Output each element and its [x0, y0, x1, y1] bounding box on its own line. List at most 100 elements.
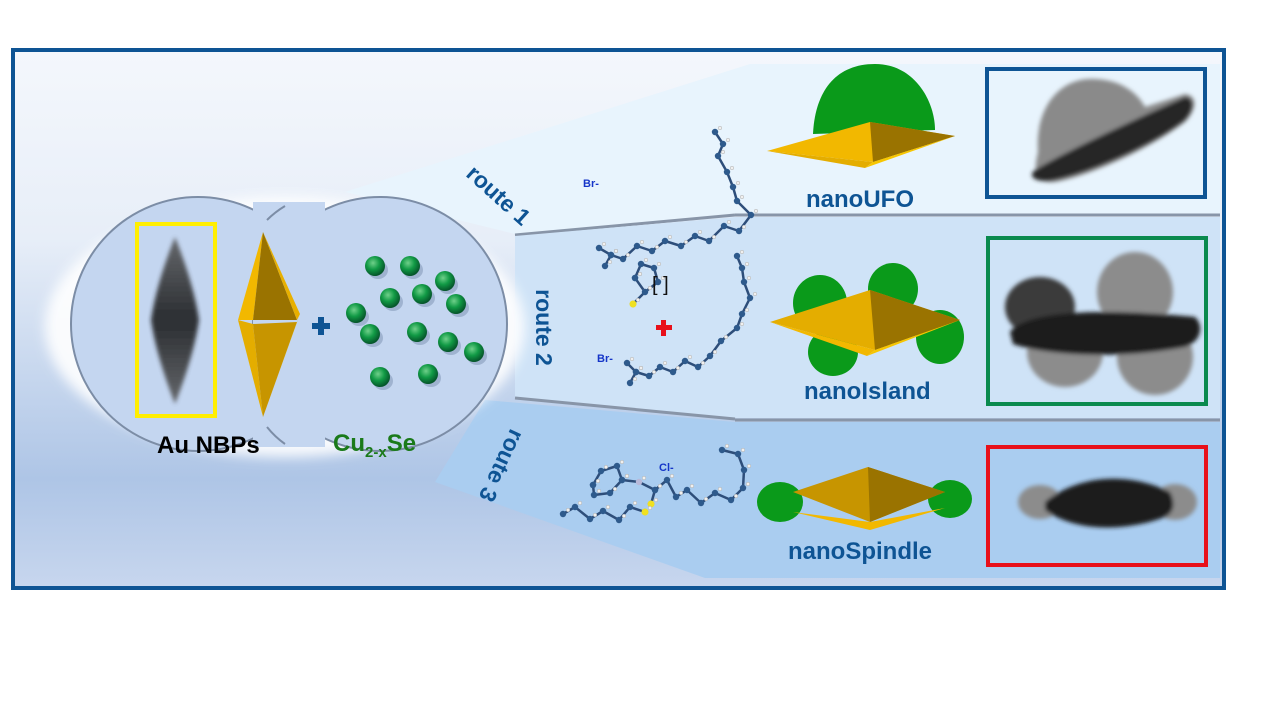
nanoufo-label: nanoUFO	[806, 186, 914, 213]
nanoufo-tem-image	[1031, 78, 1195, 183]
cu2xse-nanoparticle	[400, 256, 420, 276]
bond	[708, 225, 725, 242]
atom	[740, 278, 748, 286]
atom	[734, 450, 742, 458]
hydrogen-atom	[641, 475, 647, 481]
atom	[669, 368, 677, 376]
cu2xse-nanoparticle	[446, 294, 466, 314]
hydrogen-atom	[744, 261, 750, 267]
hydrogen-atom	[678, 490, 684, 496]
scheme-drawing	[45, 64, 1220, 578]
atom	[711, 128, 719, 136]
bond	[665, 479, 678, 498]
atom	[663, 476, 671, 484]
hydrogen-atom	[653, 497, 659, 503]
atom	[626, 503, 634, 511]
atom	[714, 152, 722, 160]
cu2xse-nanoparticle	[435, 271, 455, 291]
atom	[697, 499, 705, 507]
cu-text: Cu	[333, 430, 365, 457]
hydrogen-atom	[729, 165, 735, 171]
hydrogen-atom	[739, 249, 745, 255]
atom	[694, 363, 702, 371]
route-3-ligand-molecule	[559, 443, 752, 524]
synthesis-scheme-figure: Au NBPs Cu2-xSe route 1 route 2 route 3 …	[11, 48, 1226, 590]
hydrogen-atom	[746, 275, 752, 281]
atom	[589, 481, 597, 489]
atom	[711, 489, 719, 497]
nanospindle-tem-image	[1018, 478, 1197, 528]
hydrogen-atom	[697, 229, 703, 235]
hydrogen-atom	[647, 285, 653, 291]
hydrogen-atom	[687, 354, 693, 360]
highlight-box	[135, 222, 217, 418]
atom	[672, 493, 680, 501]
atom	[601, 262, 609, 270]
atom	[739, 484, 747, 492]
hydrogen-atom	[656, 261, 662, 267]
hydrogen-atom	[625, 252, 631, 258]
hydrogen-atom	[726, 219, 732, 225]
atom	[654, 278, 662, 286]
atom	[595, 244, 603, 252]
atom	[632, 368, 640, 376]
hydrogen-atom	[745, 481, 751, 487]
hydrogen-atom	[744, 307, 750, 313]
hydrogen-atom	[669, 473, 675, 479]
route-1-ligand-molecule	[595, 125, 759, 270]
hydrogen-atom	[629, 356, 635, 362]
se-text: Se	[386, 430, 417, 457]
hydrogen-atom	[654, 244, 660, 250]
bond	[574, 506, 591, 520]
atom	[691, 232, 699, 240]
hydrogen-atom	[612, 486, 618, 492]
route-1-bromide-ion: Br-	[583, 178, 599, 190]
cu2xse-nanoparticle	[370, 367, 390, 387]
route-3-chloride-ion: Cl-	[659, 462, 674, 474]
atom	[651, 486, 659, 494]
atom	[571, 503, 579, 511]
atom	[607, 251, 615, 259]
cu2xse-nanoparticle	[464, 342, 484, 362]
hydrogen-atom	[739, 321, 745, 327]
route-2-plus-icon	[656, 320, 672, 336]
atom	[590, 491, 598, 499]
hydrogen-atom	[667, 234, 673, 240]
route-2-bracket-label: [ ]	[652, 274, 669, 296]
hydrogen-atom	[741, 224, 747, 230]
hydrogen-atom	[592, 512, 598, 518]
bond	[720, 327, 738, 342]
cu2xse-nanoparticle	[412, 284, 432, 304]
atom	[719, 140, 727, 148]
hydrogen-atom	[733, 493, 739, 499]
nanoufo-tem-frame	[985, 67, 1207, 199]
hydrogen-atom	[595, 478, 601, 484]
atom	[648, 247, 656, 255]
hydrogen-atom	[735, 180, 741, 186]
atom	[619, 255, 627, 263]
atom	[718, 446, 726, 454]
atom	[559, 510, 567, 518]
hydrogen-atom	[624, 473, 630, 479]
hydrogen-atom	[662, 360, 668, 366]
plus-icon	[312, 317, 330, 335]
hydrogen-atom	[752, 291, 758, 297]
hydrogen-atom	[643, 257, 649, 263]
atom	[735, 227, 743, 235]
atom	[747, 211, 755, 219]
sulfur-atom	[641, 508, 649, 516]
hydrogen-atom	[603, 464, 609, 470]
atom	[586, 515, 594, 523]
route-2-bromide-ion: Br-	[597, 353, 613, 365]
cu2xse-label: Cu2-xSe	[333, 430, 416, 461]
hydrogen-atom	[637, 271, 643, 277]
hydrogen-atom	[712, 349, 718, 355]
atom	[631, 274, 639, 282]
hydrogen-atom	[723, 334, 729, 340]
hydrogen-atom	[605, 504, 611, 510]
route-2-label: route 2	[530, 289, 557, 366]
nanoisland-tem-image	[1005, 252, 1201, 395]
atom	[613, 462, 621, 470]
atom	[641, 288, 649, 296]
sulfur-atom	[629, 300, 637, 308]
